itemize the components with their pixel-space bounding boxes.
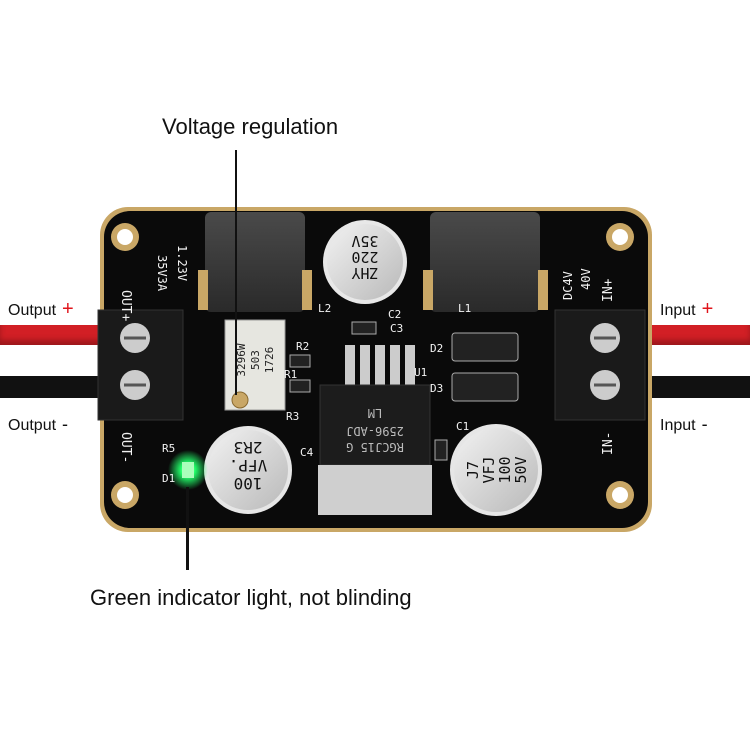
svg-text:VFJ: VFJ [480, 456, 498, 483]
svg-text:2R3: 2R3 [234, 438, 263, 457]
capacitor-c2 [323, 220, 407, 304]
svg-text:220: 220 [351, 248, 378, 266]
capacitor-c2-markings: ZHY 220 35V [351, 232, 378, 282]
svg-text:100: 100 [234, 474, 263, 493]
output-wire-black [0, 376, 120, 398]
svg-text:L1: L1 [458, 302, 471, 315]
input-terminal-block [554, 309, 646, 421]
svg-text:R3: R3 [286, 410, 299, 423]
voltage-callout-line [235, 150, 237, 395]
svg-text:RGCJ15 G: RGCJ15 G [346, 440, 404, 454]
svg-text:R5: R5 [162, 442, 175, 455]
voltage-regulation-label: Voltage regulation [162, 114, 339, 139]
svg-text:U1: U1 [414, 366, 427, 379]
svg-text:R1: R1 [284, 368, 297, 381]
svg-text:1726: 1726 [263, 347, 276, 374]
svg-text:D1: D1 [162, 472, 175, 485]
svg-text:IN-: IN- [601, 432, 616, 455]
mounting-holes [111, 223, 634, 509]
svg-text:C3: C3 [390, 322, 403, 335]
svg-text:IN+: IN+ [601, 278, 616, 302]
green-indicator-label: Green indicator light, not blinding [90, 585, 412, 610]
inductor-l1 [423, 212, 548, 312]
capacitor-c4 [204, 426, 292, 514]
svg-text:C1: C1 [456, 420, 469, 433]
svg-text:ZHY: ZHY [351, 264, 378, 282]
svg-text:35V3A: 35V3A [155, 255, 169, 292]
svg-text:503: 503 [249, 350, 262, 370]
output-wire-red [0, 325, 120, 345]
input-positive-label: Input+ [660, 298, 714, 320]
indicator-callout-line [186, 487, 189, 570]
svg-text:40V: 40V [579, 268, 593, 290]
svg-text:D2: D2 [430, 342, 443, 355]
input-wire-red [640, 325, 750, 345]
svg-text:50V: 50V [512, 456, 530, 483]
svg-text:D3: D3 [430, 382, 443, 395]
svg-text:J7: J7 [464, 461, 482, 479]
svg-text:35V: 35V [351, 232, 378, 250]
svg-text:DC4V: DC4V [561, 271, 575, 300]
svg-text:2596-ADJ: 2596-ADJ [346, 424, 404, 438]
svg-text:L2: L2 [318, 302, 331, 315]
input-wire-black [640, 376, 750, 398]
input-negative-label: Input- [660, 414, 708, 434]
regulator-ic-u1 [318, 345, 432, 515]
svg-text:OUT+: OUT+ [118, 290, 133, 321]
inductor-l2 [198, 212, 312, 312]
svg-text:C4: C4 [300, 446, 314, 459]
svg-text:3296W: 3296W [235, 343, 248, 376]
output-terminal-block [97, 309, 184, 421]
diode-d2 [451, 332, 519, 362]
svg-text:R2: R2 [296, 340, 309, 353]
output-negative-label: Output- [8, 414, 69, 434]
svg-text:OUT-: OUT- [118, 432, 133, 463]
svg-text:100: 100 [496, 456, 514, 483]
capacitor-c1 [450, 424, 542, 516]
green-indicator-led [168, 450, 208, 490]
svg-text:LM: LM [368, 406, 382, 420]
diode-d3 [451, 372, 519, 402]
svg-text:C2: C2 [388, 308, 401, 321]
svg-text:VFP.: VFP. [229, 456, 268, 475]
svg-text:1.23V: 1.23V [175, 245, 189, 281]
output-positive-label: Output+ [8, 298, 74, 320]
